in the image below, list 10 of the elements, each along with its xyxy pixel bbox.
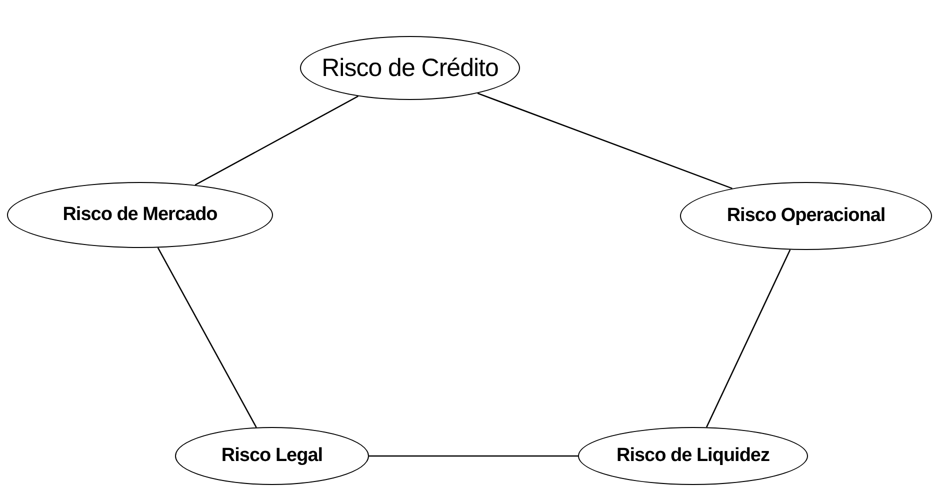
connector-line <box>706 249 791 428</box>
connector-line <box>157 247 257 428</box>
risk-label: Risco de Liquidez <box>616 445 770 467</box>
risk-label: Risco Legal <box>221 445 323 467</box>
connector-line <box>477 92 732 190</box>
risk-label: Risco Operacional <box>726 205 886 227</box>
risk-label: Risco de Crédito <box>322 54 498 82</box>
connector-line <box>369 455 578 457</box>
risk-label: Risco de Mercado <box>62 204 218 226</box>
connector-line <box>194 96 358 186</box>
